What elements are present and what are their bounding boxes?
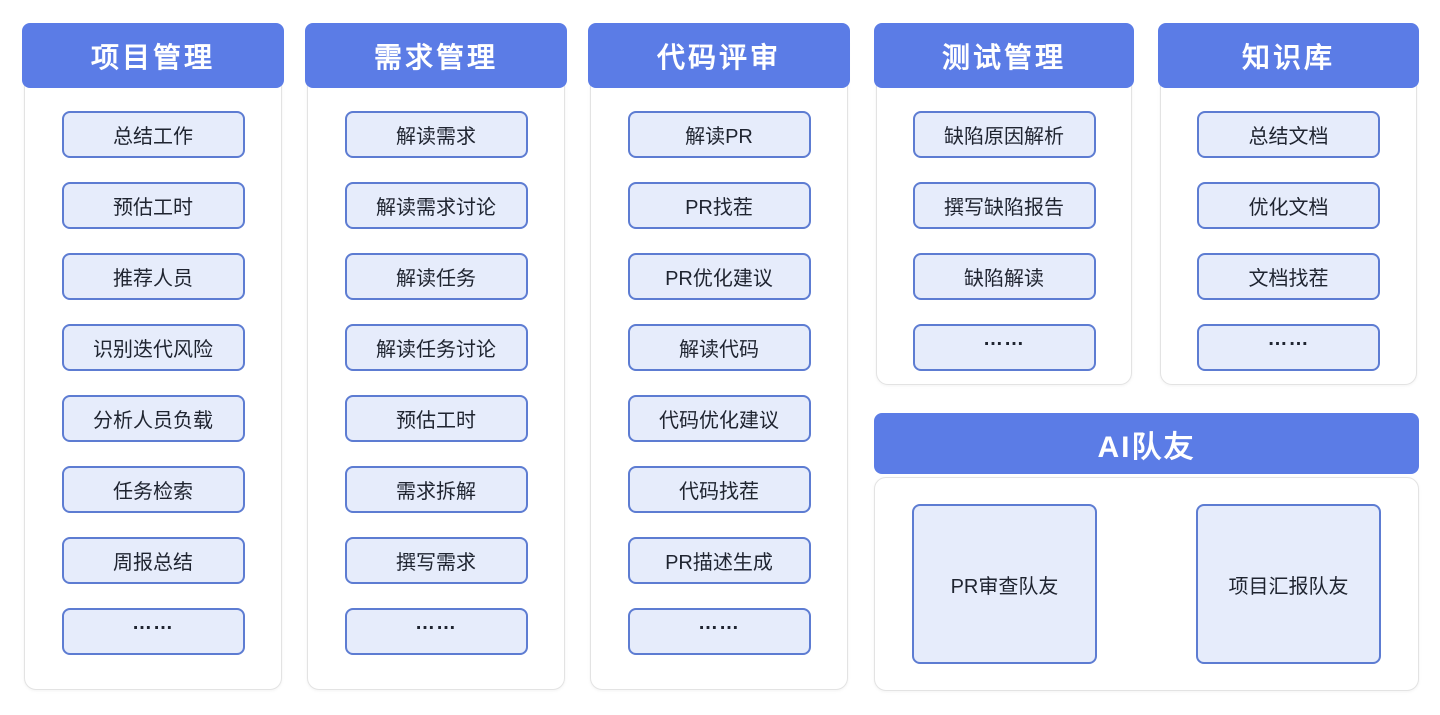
feature-item: PR描述生成 bbox=[627, 537, 811, 584]
section-code-review: 代码评审 解读PR PR找茬 PR优化建议解读代码代码优化建议代码找茬 PR描述生成 …… bbox=[588, 23, 850, 690]
feature-item: 解读需求 bbox=[344, 111, 528, 158]
feature-item: 解读任务 bbox=[344, 253, 528, 300]
feature-item: 优化文档 bbox=[1197, 182, 1380, 229]
section-header-code-review: 代码评审 bbox=[588, 23, 850, 88]
feature-item: 代码优化建议 bbox=[627, 395, 811, 442]
feature-item: 任务检索 bbox=[61, 466, 245, 513]
feature-item: 解读任务讨论 bbox=[344, 324, 528, 371]
section-project-management: 项目管理 总结工作预估工时推荐人员识别迭代风险分析人员负载任务检索周报总结 …… bbox=[22, 23, 284, 690]
feature-item-more: …… bbox=[1197, 324, 1380, 371]
right-top-row: 测试管理 缺陷原因解析撰写缺陷报告缺陷解读 …… 知识库 总结文档优化文档文档找茬… bbox=[874, 23, 1419, 385]
right-area: 测试管理 缺陷原因解析撰写缺陷报告缺陷解读 …… 知识库 总结文档优化文档文档找茬… bbox=[874, 23, 1419, 691]
feature-item: 解读PR bbox=[627, 111, 811, 158]
feature-item: 撰写缺陷报告 bbox=[912, 182, 1096, 229]
section-header-project-management: 项目管理 bbox=[22, 23, 284, 88]
section-title: 测试管理 bbox=[941, 41, 1066, 73]
section-title: 需求管理 bbox=[373, 41, 498, 73]
feature-item: 总结文档 bbox=[1197, 111, 1380, 158]
ai-teammates-card: PR审查队友 项目汇报队友 bbox=[874, 477, 1419, 691]
feature-item-more: …… bbox=[344, 608, 528, 655]
feature-item: 代码找茬 bbox=[627, 466, 811, 513]
feature-item: 分析人员负载 bbox=[61, 395, 245, 442]
feature-item: 文档找茬 bbox=[1197, 253, 1380, 300]
section-title: 项目管理 bbox=[90, 41, 215, 73]
teammate-label: PR审查队友 bbox=[950, 575, 1059, 598]
feature-item: PR优化建议 bbox=[627, 253, 811, 300]
feature-item: 推荐人员 bbox=[61, 253, 245, 300]
feature-item: 预估工时 bbox=[344, 395, 528, 442]
feature-item-more: …… bbox=[61, 608, 245, 655]
section-header-requirement-management: 需求管理 bbox=[305, 23, 567, 88]
feature-item-more: …… bbox=[912, 324, 1096, 371]
feature-item: 缺陷解读 bbox=[912, 253, 1096, 300]
section-requirement-management: 需求管理 解读需求解读需求讨论解读任务解读任务讨论预估工时需求拆解撰写需求 …… bbox=[305, 23, 567, 690]
feature-list: 解读PR PR找茬 PR优化建议解读代码代码优化建议代码找茬 PR描述生成 …… bbox=[588, 111, 850, 655]
section-title: AI队友 bbox=[1097, 430, 1196, 464]
feature-list: 解读需求解读需求讨论解读任务解读任务讨论预估工时需求拆解撰写需求 …… bbox=[305, 111, 567, 655]
section-test-management: 测试管理 缺陷原因解析撰写缺陷报告缺陷解读 …… bbox=[874, 23, 1134, 385]
section-header-knowledge-base: 知识库 bbox=[1158, 23, 1419, 88]
teammate-project-report: 项目汇报队友 bbox=[1196, 504, 1381, 664]
feature-item-more: …… bbox=[627, 608, 811, 655]
feature-item: PR找茬 bbox=[627, 182, 811, 229]
feature-item: 预估工时 bbox=[61, 182, 245, 229]
feature-item: 识别迭代风险 bbox=[61, 324, 245, 371]
feature-item: 需求拆解 bbox=[344, 466, 528, 513]
feature-item: 解读代码 bbox=[627, 324, 811, 371]
feature-item: 解读需求讨论 bbox=[344, 182, 528, 229]
feature-item: 撰写需求 bbox=[344, 537, 528, 584]
section-header-test-management: 测试管理 bbox=[874, 23, 1134, 88]
feature-item: 缺陷原因解析 bbox=[912, 111, 1096, 158]
feature-item: 周报总结 bbox=[61, 537, 245, 584]
teammate-pr-review: PR审查队友 bbox=[912, 504, 1097, 664]
feature-item: 总结工作 bbox=[61, 111, 245, 158]
section-knowledge-base: 知识库 总结文档优化文档文档找茬 …… bbox=[1158, 23, 1419, 385]
feature-list: 总结工作预估工时推荐人员识别迭代风险分析人员负载任务检索周报总结 …… bbox=[22, 111, 284, 655]
feature-list: 总结文档优化文档文档找茬 …… bbox=[1158, 111, 1419, 371]
teammate-label: 项目汇报队友 bbox=[1228, 575, 1349, 598]
section-title: 知识库 bbox=[1241, 41, 1335, 73]
section-title: 代码评审 bbox=[656, 41, 781, 73]
feature-list: 缺陷原因解析撰写缺陷报告缺陷解读 …… bbox=[874, 111, 1134, 371]
section-ai-teammates: AI队友 PR审查队友 项目汇报队友 bbox=[874, 413, 1419, 691]
ai-teammates-header: AI队友 bbox=[874, 413, 1419, 474]
